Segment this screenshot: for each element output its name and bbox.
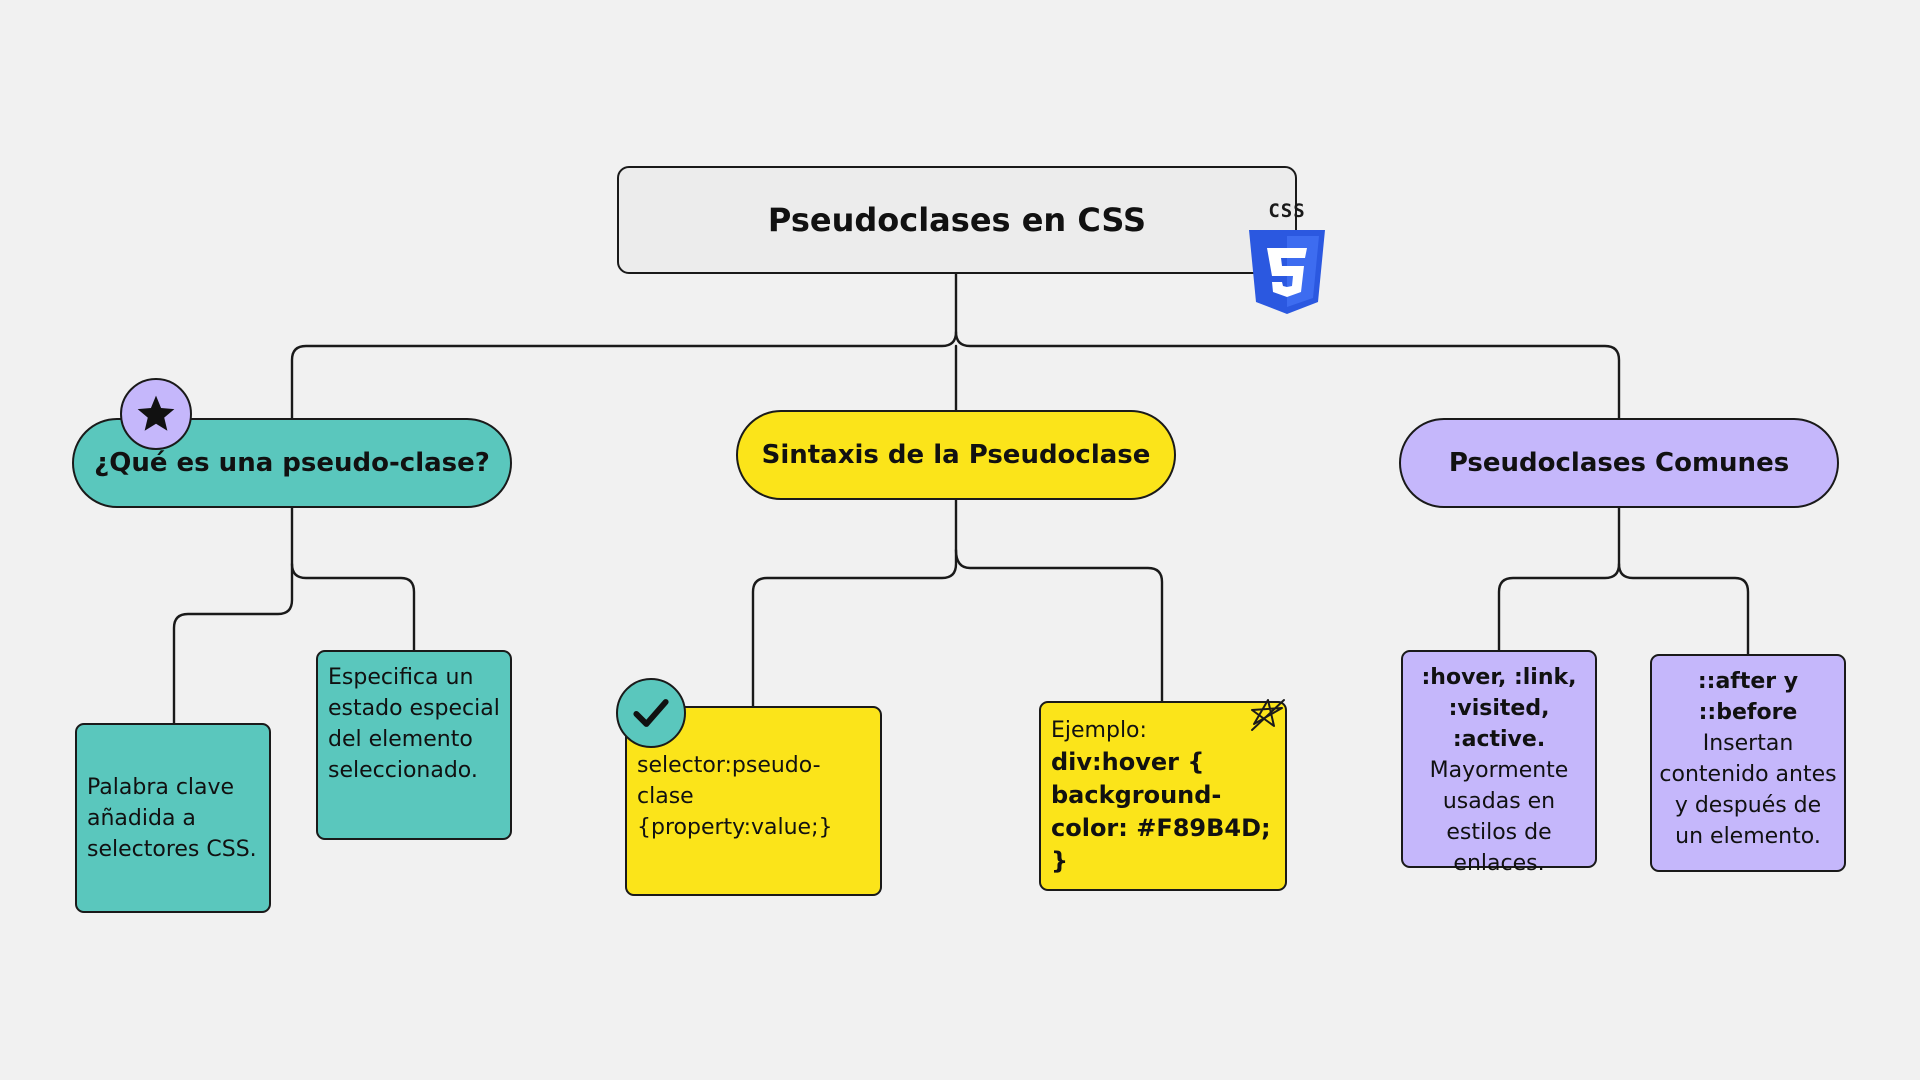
star-badge bbox=[120, 378, 192, 450]
card-keyword: Palabra clave añadida a selectores CSS. bbox=[75, 723, 271, 913]
card-syntax-text: selector:pseudo-clase {property:value;} bbox=[637, 753, 833, 840]
checkmark-icon bbox=[633, 699, 669, 727]
css3-logo-text: CSS bbox=[1268, 200, 1306, 222]
card-after-before: ::after y ::before Insertan contenido an… bbox=[1650, 654, 1846, 872]
card-example-code: div:hover { background-color: #F89B4D; } bbox=[1051, 748, 1271, 875]
connector-title-trunk bbox=[290, 272, 958, 420]
card-example-label: Ejemplo: bbox=[1051, 718, 1147, 743]
diagram-title: Pseudoclases en CSS bbox=[617, 166, 1297, 274]
star-doodle-icon bbox=[1251, 699, 1285, 731]
connector-yellow-left bbox=[751, 498, 958, 708]
connector-yellow-right bbox=[954, 548, 1164, 703]
css3-shield-icon bbox=[1249, 230, 1325, 314]
branch-syntax: Sintaxis de la Pseudoclase bbox=[736, 410, 1176, 500]
star-icon bbox=[137, 395, 175, 431]
connector-title-right bbox=[954, 330, 1621, 420]
card-special-state-text: Especifica un estado especial del elemen… bbox=[328, 665, 500, 783]
card-keyword-text: Palabra clave añadida a selectores CSS. bbox=[87, 774, 257, 862]
card-link-states-heading: :hover, :link, :visited, :active. bbox=[1421, 665, 1577, 752]
css3-logo: CSS bbox=[1245, 200, 1329, 320]
card-special-state: Especifica un estado especial del elemen… bbox=[316, 650, 512, 840]
card-link-states: :hover, :link, :visited, :active. Mayorm… bbox=[1401, 650, 1597, 876]
card-link-states-text: Mayormente usadas en estilos de enlaces. bbox=[1429, 758, 1569, 876]
check-badge bbox=[616, 678, 686, 748]
connector-teal-left bbox=[172, 506, 294, 725]
card-after-before-heading: ::after y ::before bbox=[1697, 669, 1799, 725]
connector-teal-right bbox=[290, 562, 416, 652]
card-example: Ejemplo: div:hover { background-color: #… bbox=[1039, 701, 1287, 891]
connector-purple-left bbox=[1497, 506, 1621, 652]
card-after-before-text: Insertan contenido antes y después de un… bbox=[1659, 731, 1837, 849]
connector-purple-right bbox=[1617, 562, 1750, 656]
branch-common: Pseudoclases Comunes bbox=[1399, 418, 1839, 508]
